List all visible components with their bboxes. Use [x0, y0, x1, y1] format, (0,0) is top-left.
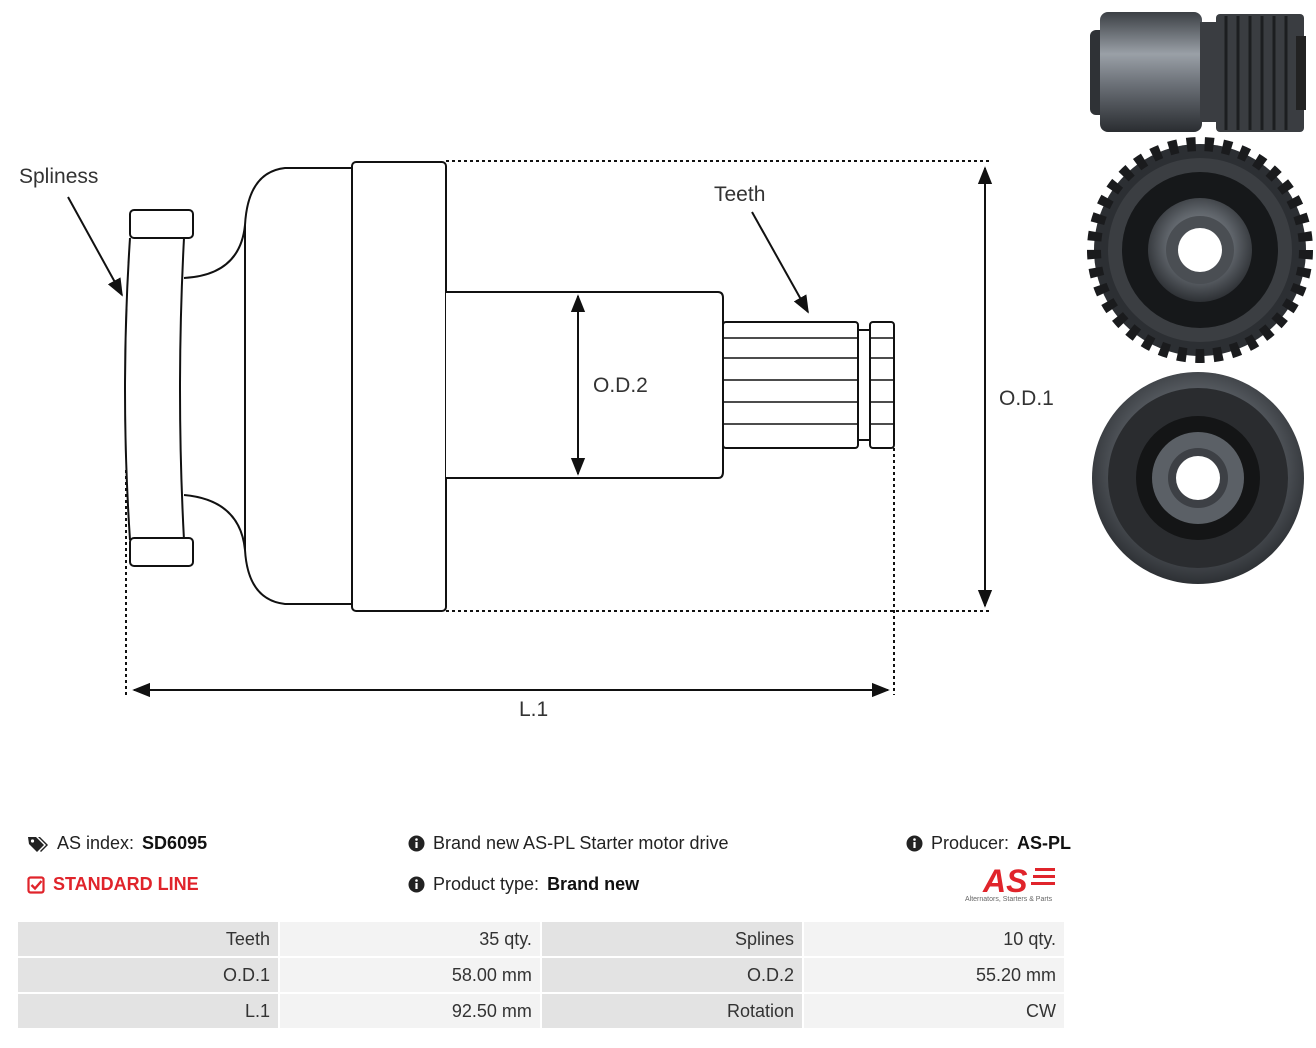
producer-value: AS-PL	[1017, 833, 1072, 853]
producer-label: Producer:	[931, 833, 1010, 853]
tag-icon	[27, 835, 49, 853]
table-row: Teeth 35 qty. Splines 10 qty.	[16, 920, 1066, 958]
label-l1: L.1	[519, 698, 548, 721]
spec-value: CW	[802, 992, 1066, 1030]
table-row: L.1 92.50 mm Rotation CW	[16, 992, 1066, 1030]
standard-line-label: STANDARD LINE	[53, 874, 199, 894]
description-text: Brand new AS-PL Starter motor drive	[433, 833, 729, 853]
svg-text:AS: AS	[982, 863, 1028, 896]
table-row: O.D.1 58.00 mm O.D.2 55.20 mm	[16, 956, 1066, 994]
spec-value: 55.20 mm	[802, 956, 1066, 994]
spec-key: Teeth	[16, 920, 280, 958]
label-od1: O.D.1	[999, 387, 1054, 410]
info-icon	[408, 835, 425, 852]
dimension-arrows	[67, 166, 993, 698]
spec-key: Rotation	[539, 992, 805, 1030]
spec-key: O.D.2	[539, 956, 805, 994]
spec-key: Splines	[539, 920, 805, 958]
product-photo-rear	[1092, 372, 1304, 584]
label-od2: O.D.2	[593, 374, 648, 397]
spec-value: 92.50 mm	[277, 992, 542, 1030]
check-square-icon	[27, 875, 45, 894]
product-type: Product type: Brand new	[408, 874, 639, 895]
spec-value: 58.00 mm	[277, 956, 542, 994]
info-icon	[408, 876, 425, 893]
as-index-value: SD6095	[142, 833, 208, 853]
as-logo-mark: AS	[982, 863, 1055, 899]
product-photo-gear	[1087, 137, 1313, 363]
specs-table: Teeth 35 qty. Splines 10 qty. O.D.1 58.0…	[16, 920, 1066, 1030]
technical-drawing: Spliness Teeth O.D.2 O.D.1 L.1	[19, 12, 1313, 721]
spec-key: L.1	[16, 992, 280, 1030]
dimension-guides	[125, 160, 992, 695]
producer: Producer: AS-PL	[906, 833, 1071, 854]
as-index: AS index: SD6095	[27, 833, 207, 854]
drive-outline	[124, 161, 895, 612]
as-index-label: AS index:	[57, 833, 135, 853]
spec-value: 10 qty.	[802, 920, 1066, 958]
standard-line: STANDARD LINE	[27, 874, 199, 895]
product-type-label: Product type:	[433, 874, 540, 894]
description: Brand new AS-PL Starter motor drive	[408, 833, 728, 854]
label-teeth: Teeth	[714, 183, 765, 206]
spec-value: 35 qty.	[277, 920, 542, 958]
as-pl-logo: AS Alternators, Starters & Parts	[965, 862, 1067, 906]
product-photo-side	[1090, 12, 1306, 132]
logo-tagline: Alternators, Starters & Parts	[965, 896, 1053, 903]
info-icon	[906, 835, 923, 852]
product-type-value: Brand new	[547, 874, 640, 894]
spec-key: O.D.1	[16, 956, 280, 994]
label-spliness: Spliness	[19, 165, 98, 188]
spline-lines	[723, 337, 894, 425]
